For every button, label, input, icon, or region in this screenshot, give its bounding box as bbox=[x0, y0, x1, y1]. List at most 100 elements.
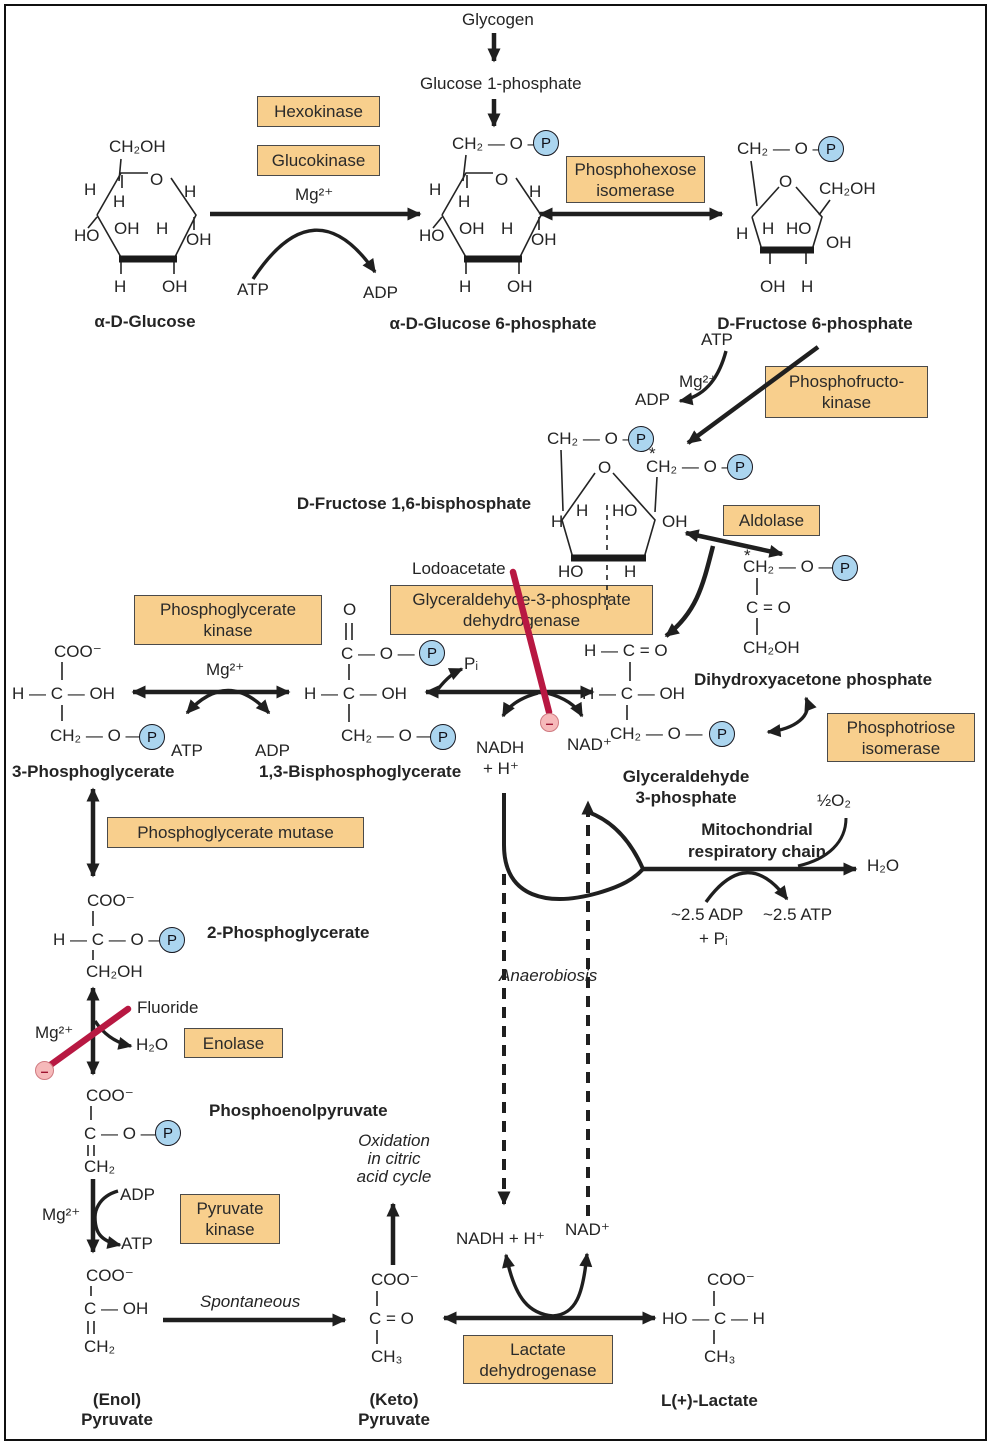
f16bp-phosphate2-icon: P bbox=[727, 454, 753, 480]
fluoride-minus-icon: – bbox=[35, 1061, 54, 1080]
atp-pk: ATP bbox=[121, 1234, 153, 1253]
f16bp-oh-right: OH bbox=[662, 512, 688, 531]
pep-phosphate-p: P bbox=[162, 1124, 173, 1142]
pg2-h-c-o-chain: H — C — O — bbox=[53, 930, 166, 949]
adp-chain-label: ~2.5 ADP bbox=[671, 905, 744, 924]
mito-chain-line2: respiratory chain bbox=[688, 842, 826, 861]
bpg-phosphate1-p: P bbox=[426, 644, 437, 662]
iodoacetate-minus-sign: – bbox=[545, 714, 554, 731]
g6p-h-bottom: H bbox=[459, 277, 472, 296]
mg-pfk: Mg²⁺ bbox=[679, 372, 718, 391]
enzyme-gapdh-line2: dehydrogenase bbox=[462, 611, 581, 630]
glucose-1-phosphate-label: Glucose 1-phosphate bbox=[420, 74, 582, 93]
pep-coo: COO⁻ bbox=[86, 1086, 134, 1105]
pg2-ch2oh: CH₂OH bbox=[86, 962, 143, 981]
pg3-h-c-oh: H — C — OH bbox=[12, 684, 115, 703]
iodoacetate-label: Lodoacetate bbox=[412, 559, 506, 578]
enzyme-glucokinase-label: Glucokinase bbox=[271, 151, 366, 170]
nad-gapdh: NAD⁺ bbox=[567, 735, 612, 754]
ring-glucose bbox=[87, 172, 197, 274]
bpg-c-o-chain: C — O — bbox=[341, 644, 415, 663]
adp-pgk: ADP bbox=[255, 741, 290, 760]
oxidation-note-line1: Oxidation bbox=[358, 1131, 430, 1150]
dhap-ch2oh: CH₂OH bbox=[743, 638, 800, 657]
pg3-ch2-o-chain: CH₂ — O — bbox=[50, 726, 143, 745]
g6p-h-topright: H bbox=[529, 182, 542, 201]
g3p-h-c-oh: H — C — OH bbox=[582, 684, 685, 703]
enol-c-oh: C — OH bbox=[84, 1299, 149, 1318]
curve-o2-into-chain bbox=[797, 817, 848, 868]
atp-pgk: ATP bbox=[171, 741, 203, 760]
bpg-name: 1,3-Bisphosphoglycerate bbox=[259, 762, 462, 781]
dhap-phosphate-p: P bbox=[839, 559, 850, 577]
f6p-name: D-Fructose 6-phosphate bbox=[717, 314, 913, 333]
g3p-phosphate-p: P bbox=[716, 725, 727, 743]
keto-pyruvate-name-line1: (Keto) bbox=[369, 1390, 419, 1409]
keto-ch3: CH₃ bbox=[371, 1347, 403, 1366]
arrow-aldolase-dhap bbox=[684, 529, 784, 558]
f6p-phosphate-p: P bbox=[825, 140, 836, 158]
glucose-ch2oh: CH₂OH bbox=[109, 137, 166, 156]
bpg-phosphate1-icon: P bbox=[419, 640, 445, 666]
enzyme-box-glucokinase: Glucokinase bbox=[257, 145, 380, 176]
bpg-ch2-o-chain: CH₂ — O — bbox=[341, 726, 434, 745]
arrow-adp-atp-chain bbox=[704, 871, 789, 903]
g6p-phosphate-p: P bbox=[540, 134, 551, 152]
enzyme-phosphohexose-line2: isomerase bbox=[596, 180, 675, 200]
glucose-ho-left: HO bbox=[74, 226, 100, 245]
enol-ch2: CH₂ bbox=[84, 1337, 116, 1356]
pg3-phosphate-icon: P bbox=[139, 724, 165, 750]
f16bp-ch2-o-chain: CH₂ — O — bbox=[547, 429, 640, 448]
sugar-rings bbox=[87, 172, 823, 610]
lactate-ch3: CH₃ bbox=[704, 1347, 736, 1366]
f6p-ho-innerright: HO bbox=[786, 219, 812, 238]
arrow-h2o-enolase bbox=[93, 1020, 133, 1050]
g6p-oh-bottom: OH bbox=[507, 277, 533, 296]
ring-f6p bbox=[751, 186, 823, 264]
pg3-name: 3-Phosphoglycerate bbox=[12, 762, 175, 781]
curve-nad-return bbox=[587, 810, 645, 870]
g3p-name-line2: 3-phosphate bbox=[635, 788, 737, 807]
arrow-aldolase-g3p bbox=[664, 545, 716, 638]
pg2-coo: COO⁻ bbox=[87, 891, 135, 910]
arrow-phosphotriose-isomerase bbox=[766, 696, 817, 738]
h2o-chain-label: H₂O bbox=[867, 856, 900, 875]
pi-gapdh: Pᵢ bbox=[464, 654, 479, 673]
arrow-atp-adp-pgk bbox=[185, 688, 271, 715]
mg-enolase: Mg²⁺ bbox=[35, 1023, 74, 1042]
arrow-f6p-to-f16bp bbox=[686, 345, 820, 445]
keto-pyruvate-name-line2: Pyruvate bbox=[358, 1410, 430, 1429]
sugar-ring-bold-edges bbox=[119, 246, 814, 562]
enzyme-mutase-label: Phosphoglycerate mutase bbox=[137, 823, 334, 842]
g6p-h-inner: H bbox=[458, 192, 471, 211]
arrow-atp-adp-hexokinase bbox=[251, 228, 377, 280]
glycogen-label: Glycogen bbox=[462, 10, 534, 29]
fluoride-minus-sign: – bbox=[40, 1062, 49, 1079]
curve-nadh-into-chain bbox=[502, 793, 645, 901]
g6p-ch2-o-chain: CH₂ — O — bbox=[452, 134, 545, 153]
h-plus-gapdh: + H⁺ bbox=[483, 759, 519, 778]
f6p-ch2oh: CH₂OH bbox=[819, 179, 876, 198]
mg-pk: Mg²⁺ bbox=[42, 1205, 81, 1224]
g3p-ch2-o-chain: CH₂ — O — bbox=[610, 724, 703, 743]
enzyme-phosphohexose-line1: Phosphohexose bbox=[574, 159, 697, 179]
glucose-oh-innerleft: OH bbox=[114, 219, 140, 238]
nadh-ldh: NADH + H⁺ bbox=[456, 1229, 545, 1248]
o2-label: ½O₂ bbox=[817, 791, 851, 810]
pg2-phosphate-icon: P bbox=[159, 927, 185, 953]
mito-chain-line1: Mitochondrial bbox=[701, 820, 813, 839]
g6p-phosphate-icon: P bbox=[533, 130, 559, 156]
f6p-ring-oxygen: O bbox=[779, 172, 793, 191]
f6p-ch2-o-chain: CH₂ — O — bbox=[737, 139, 830, 158]
inhibitor-line-fluoride bbox=[45, 1005, 132, 1070]
f16bp-h-left: H bbox=[551, 512, 564, 531]
g6p-ho-left: HO bbox=[419, 226, 445, 245]
enzyme-pk-line1: Pyruvate bbox=[196, 1199, 264, 1218]
f16bp-star: * bbox=[649, 444, 656, 463]
cofactor-arrows bbox=[93, 228, 817, 1318]
enzyme-box-phosphofructokinase: Phosphofructo-kinase bbox=[765, 366, 928, 418]
g6p-oh-right: OH bbox=[531, 230, 557, 249]
